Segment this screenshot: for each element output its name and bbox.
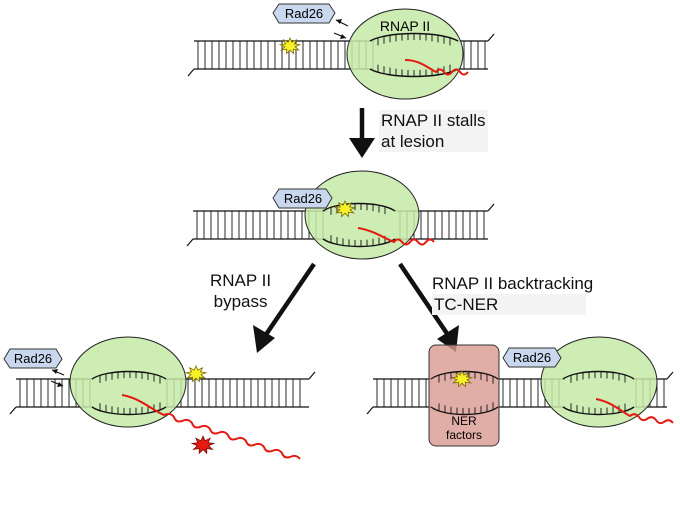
nascent-rna [404, 59, 469, 76]
rnap-ii-complex [346, 8, 464, 100]
svg-text:Rad26: Rad26 [285, 6, 323, 21]
step-bypass-caption: RNAP II bypass [210, 270, 271, 312]
transcription-bubble [562, 370, 635, 416]
rnap-ii-label: RNAP II [380, 18, 430, 34]
dna-lesion [278, 37, 302, 55]
panel-stalled: Rad26 [186, 170, 495, 260]
svg-text:Rad26: Rad26 [513, 350, 551, 365]
dna-duplex [187, 33, 495, 77]
panel-bypass: Rad26 [3, 336, 316, 460]
dna-lesion [184, 365, 208, 383]
ner-factors-complex [428, 344, 500, 447]
arrow-stall [349, 108, 375, 158]
mutant-transcript-marker [190, 435, 216, 455]
rnap-ii-complex [69, 336, 187, 428]
step-stall-caption: RNAP II stalls at lesion [379, 110, 488, 152]
rad26-protein: Rad26 [272, 188, 333, 209]
panel-transcription: RNAP II Rad26 [187, 3, 495, 100]
rad26-protein: Rad26 [502, 347, 562, 368]
ner-label-line2: factors [446, 428, 482, 442]
rnap-ii-complex [540, 336, 658, 428]
bypass-line-1: RNAP II [210, 271, 272, 290]
svg-text:Rad26: Rad26 [284, 191, 322, 206]
backtrack-line-2: TC-NER [432, 294, 586, 315]
rad26-protein: Rad26 [272, 3, 336, 24]
transcription-bubble [91, 370, 167, 416]
stall-line-2: at lesion [379, 131, 488, 152]
nascent-rna [357, 227, 435, 246]
dna-lesion [450, 370, 474, 388]
ner-label-line1: NER [451, 414, 477, 428]
panel-tc-ner: NER factors Rad26 [366, 336, 674, 447]
nascent-rna [121, 394, 301, 460]
step-backtracking-caption: RNAP II backtracking TC-NER [432, 273, 593, 315]
svg-text:Rad26: Rad26 [14, 351, 52, 366]
rad26-protein: Rad26 [3, 348, 63, 369]
stall-line-1: RNAP II stalls [379, 110, 488, 131]
nascent-rna [595, 398, 674, 425]
rnap-ii-complex [304, 170, 420, 260]
bypass-line-2: bypass [213, 292, 268, 311]
backtrack-line-1: RNAP II backtracking [432, 274, 594, 293]
arrow-bypass [253, 262, 316, 353]
dna-lesion [333, 200, 357, 218]
